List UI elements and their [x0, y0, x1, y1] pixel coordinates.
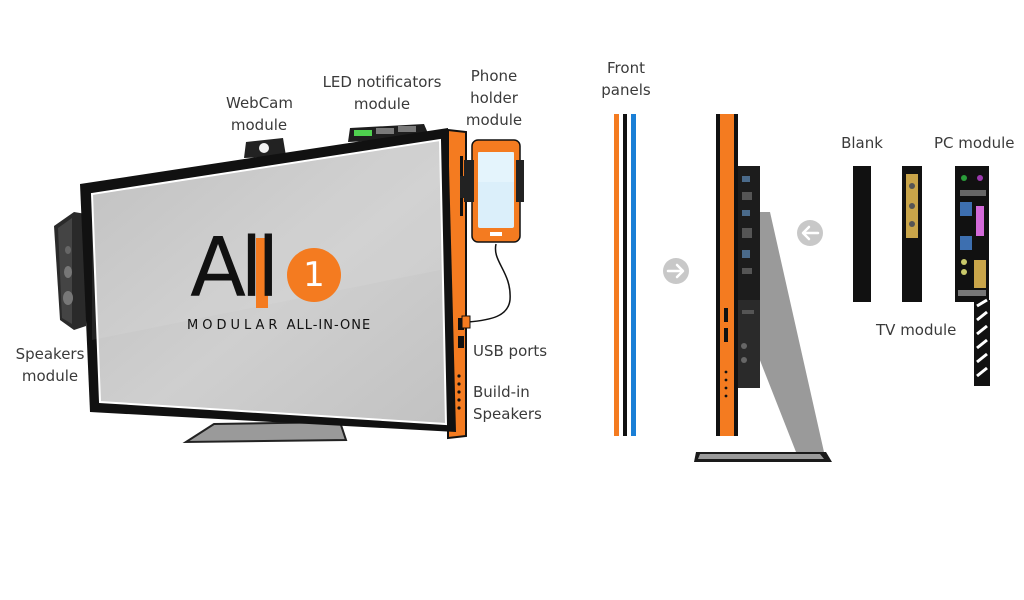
tv-module [902, 166, 922, 302]
side-view-monitor [716, 114, 760, 436]
pc-module-stand [974, 298, 990, 386]
label-pc-module: PC module [934, 134, 1015, 152]
logo-letters: All [190, 221, 280, 316]
logo-number: 1 [303, 255, 325, 295]
blank-module [853, 166, 871, 302]
side-view-stand [694, 212, 832, 462]
front-panels [614, 114, 636, 436]
label-blank: Blank [841, 134, 883, 152]
label-tv-module: TV module [876, 321, 957, 339]
arrow-left-icon [797, 220, 823, 246]
pc-module [955, 166, 989, 302]
label-usb-ports: USB ports [473, 342, 548, 360]
logo-orange-bar [256, 238, 268, 308]
logo-circle [287, 248, 341, 302]
led-green [354, 130, 372, 136]
speakers-module [54, 212, 86, 330]
logo-tagline-all-in-one: ALL-IN-ONE [286, 318, 372, 333]
monitor-stand [182, 420, 348, 444]
arrow-right-icon [663, 258, 689, 284]
logo-tagline: MODULAR ALL-IN-ONE [187, 318, 371, 333]
phone-holder-module [460, 139, 524, 243]
webcam-module [244, 138, 286, 158]
usb-cable [467, 243, 511, 323]
logo-tagline-modular: MODULAR [187, 318, 282, 333]
